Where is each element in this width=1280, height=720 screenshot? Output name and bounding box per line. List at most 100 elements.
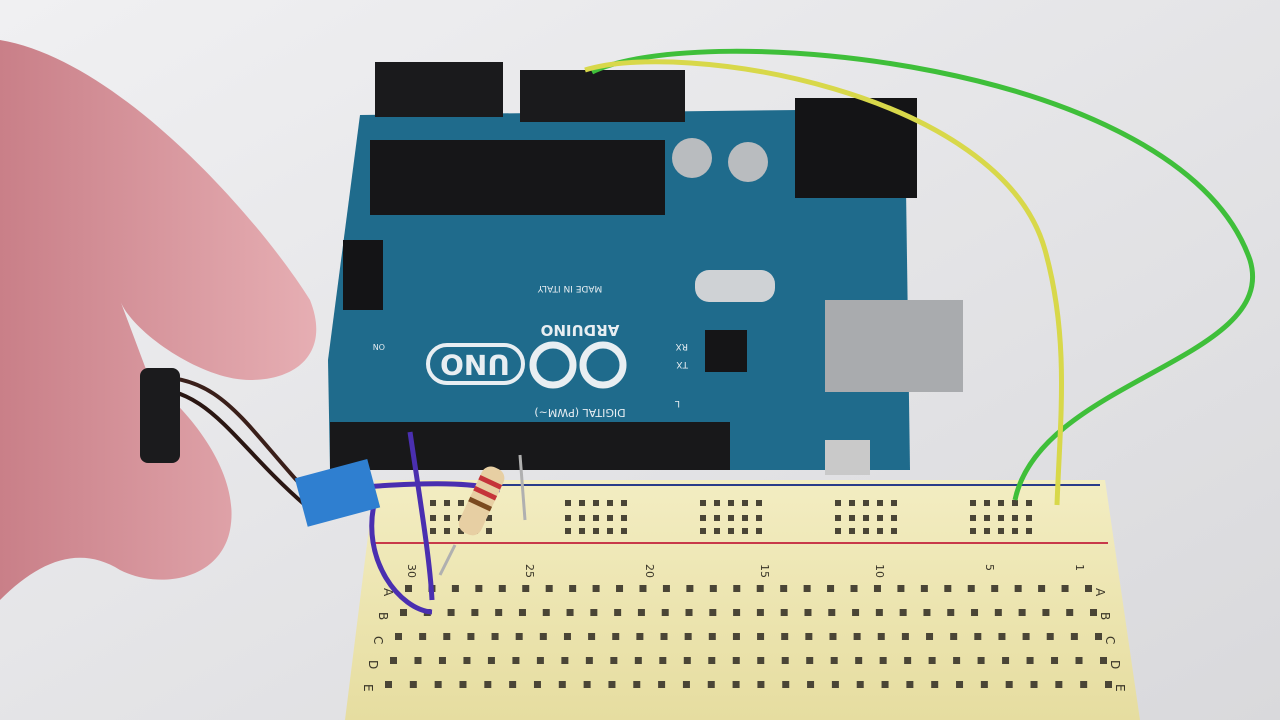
purple-wire xyxy=(369,499,433,615)
breadboard-hole xyxy=(732,633,740,640)
breadboard-hole xyxy=(536,657,544,664)
breadboard-hole xyxy=(1051,657,1059,664)
breadboard-hole xyxy=(899,609,907,616)
breadboard-hole xyxy=(714,528,720,534)
breadboard-hole xyxy=(732,657,740,664)
breadboard-hole xyxy=(974,633,982,640)
breadboard-hole xyxy=(561,657,569,664)
breadboard-hole xyxy=(607,500,613,506)
breadboard-hole xyxy=(780,585,788,592)
breadboard-hole xyxy=(971,609,979,616)
breadboard-hole xyxy=(430,515,436,521)
breadboard-hole xyxy=(484,681,492,688)
capacitor xyxy=(672,138,712,178)
on-label: ON xyxy=(373,342,385,351)
breadboard-hole xyxy=(400,609,407,616)
capacitor xyxy=(728,142,768,182)
breadboard-hole xyxy=(1002,657,1010,664)
breadboard-hole xyxy=(947,609,955,616)
breadboard-hole xyxy=(830,657,838,664)
breadboard-hole xyxy=(906,681,914,688)
breadboard-hole xyxy=(487,657,495,664)
breadboard-hole xyxy=(592,585,600,592)
breadboard-hole xyxy=(1026,500,1032,506)
breadboard-hole xyxy=(486,515,492,521)
breadboard-hole xyxy=(756,609,764,616)
breadboard-hole xyxy=(879,657,887,664)
breadboard-hole xyxy=(1030,681,1038,688)
breadboard-hole xyxy=(928,657,936,664)
breadboard-hole xyxy=(579,515,585,521)
breadboard-hole xyxy=(1022,633,1030,640)
usb-chip xyxy=(705,330,747,372)
breadboard-hole xyxy=(829,633,837,640)
icsp-header xyxy=(343,240,383,310)
row-letter: E xyxy=(1113,684,1127,692)
breadboard-hole xyxy=(395,633,402,640)
breadboard-hole xyxy=(566,609,574,616)
breadboard-hole xyxy=(984,500,990,506)
breadboard-hole xyxy=(539,633,547,640)
breadboard-hole xyxy=(1090,609,1097,616)
breadboard-hole xyxy=(583,681,591,688)
breadboard-hole xyxy=(1005,681,1013,688)
breadboard-hole xyxy=(757,681,765,688)
reset-button[interactable] xyxy=(825,440,870,475)
column-number: 5 xyxy=(983,564,996,571)
breadboard-hole xyxy=(438,657,446,664)
breadboard-hole xyxy=(805,633,813,640)
breadboard-hole xyxy=(897,585,905,592)
power-header xyxy=(520,70,685,122)
column-number: 20 xyxy=(643,564,656,578)
breadboard-hole xyxy=(931,681,939,688)
breadboard-hole xyxy=(998,515,1004,521)
column-number: 30 xyxy=(405,564,418,578)
uno-logo-text: UNO xyxy=(440,348,510,381)
breadboard-hole xyxy=(1105,681,1112,688)
breadboard-hole xyxy=(444,515,450,521)
breadboard-hole xyxy=(658,681,666,688)
breadboard-hole xyxy=(486,528,492,534)
row-letter: C xyxy=(1103,636,1117,644)
breadboard-hole xyxy=(590,609,598,616)
breadboard-hole xyxy=(742,515,748,521)
column-number: 25 xyxy=(523,564,536,578)
breadboard-hole xyxy=(781,657,789,664)
breadboard-hole xyxy=(709,585,717,592)
breadboard-hole xyxy=(849,500,855,506)
breadboard-hole xyxy=(1014,585,1022,592)
breadboard-hole xyxy=(593,500,599,506)
breadboard-hole xyxy=(835,500,841,506)
breadboard-hole xyxy=(533,681,541,688)
digital-label: DIGITAL (PWM~) xyxy=(534,406,625,419)
breadboard-hole xyxy=(1066,609,1074,616)
breadboard-hole xyxy=(828,609,836,616)
rx-label: RX xyxy=(676,341,688,351)
breadboard-hole xyxy=(405,585,412,592)
breadboard-hole xyxy=(409,681,417,688)
breadboard-hole xyxy=(756,515,762,521)
breadboard-hole xyxy=(685,609,693,616)
breadboard-hole xyxy=(515,633,523,640)
row-letter: E xyxy=(361,684,375,692)
breadboard-hole xyxy=(756,585,764,592)
breadboard-hole xyxy=(419,633,427,640)
row-letter: A xyxy=(381,588,395,597)
breadboard-hole xyxy=(891,528,897,534)
breadboard-hole xyxy=(686,585,694,592)
breadboard-hole xyxy=(683,657,691,664)
breadboard-hole xyxy=(491,633,499,640)
breadboard-hole xyxy=(585,657,593,664)
breadboard-hole xyxy=(542,609,550,616)
breadboard-hole xyxy=(682,681,690,688)
breadboard-hole xyxy=(707,681,715,688)
breadboard-hole xyxy=(849,528,855,534)
breadboard-hole xyxy=(588,633,596,640)
breadboard-hole xyxy=(616,585,624,592)
breadboard-hole xyxy=(1080,681,1088,688)
breadboard-hole xyxy=(850,585,858,592)
breadboard-hole xyxy=(998,528,1004,534)
crystal xyxy=(695,270,775,302)
uno-logo-outline xyxy=(426,343,525,385)
